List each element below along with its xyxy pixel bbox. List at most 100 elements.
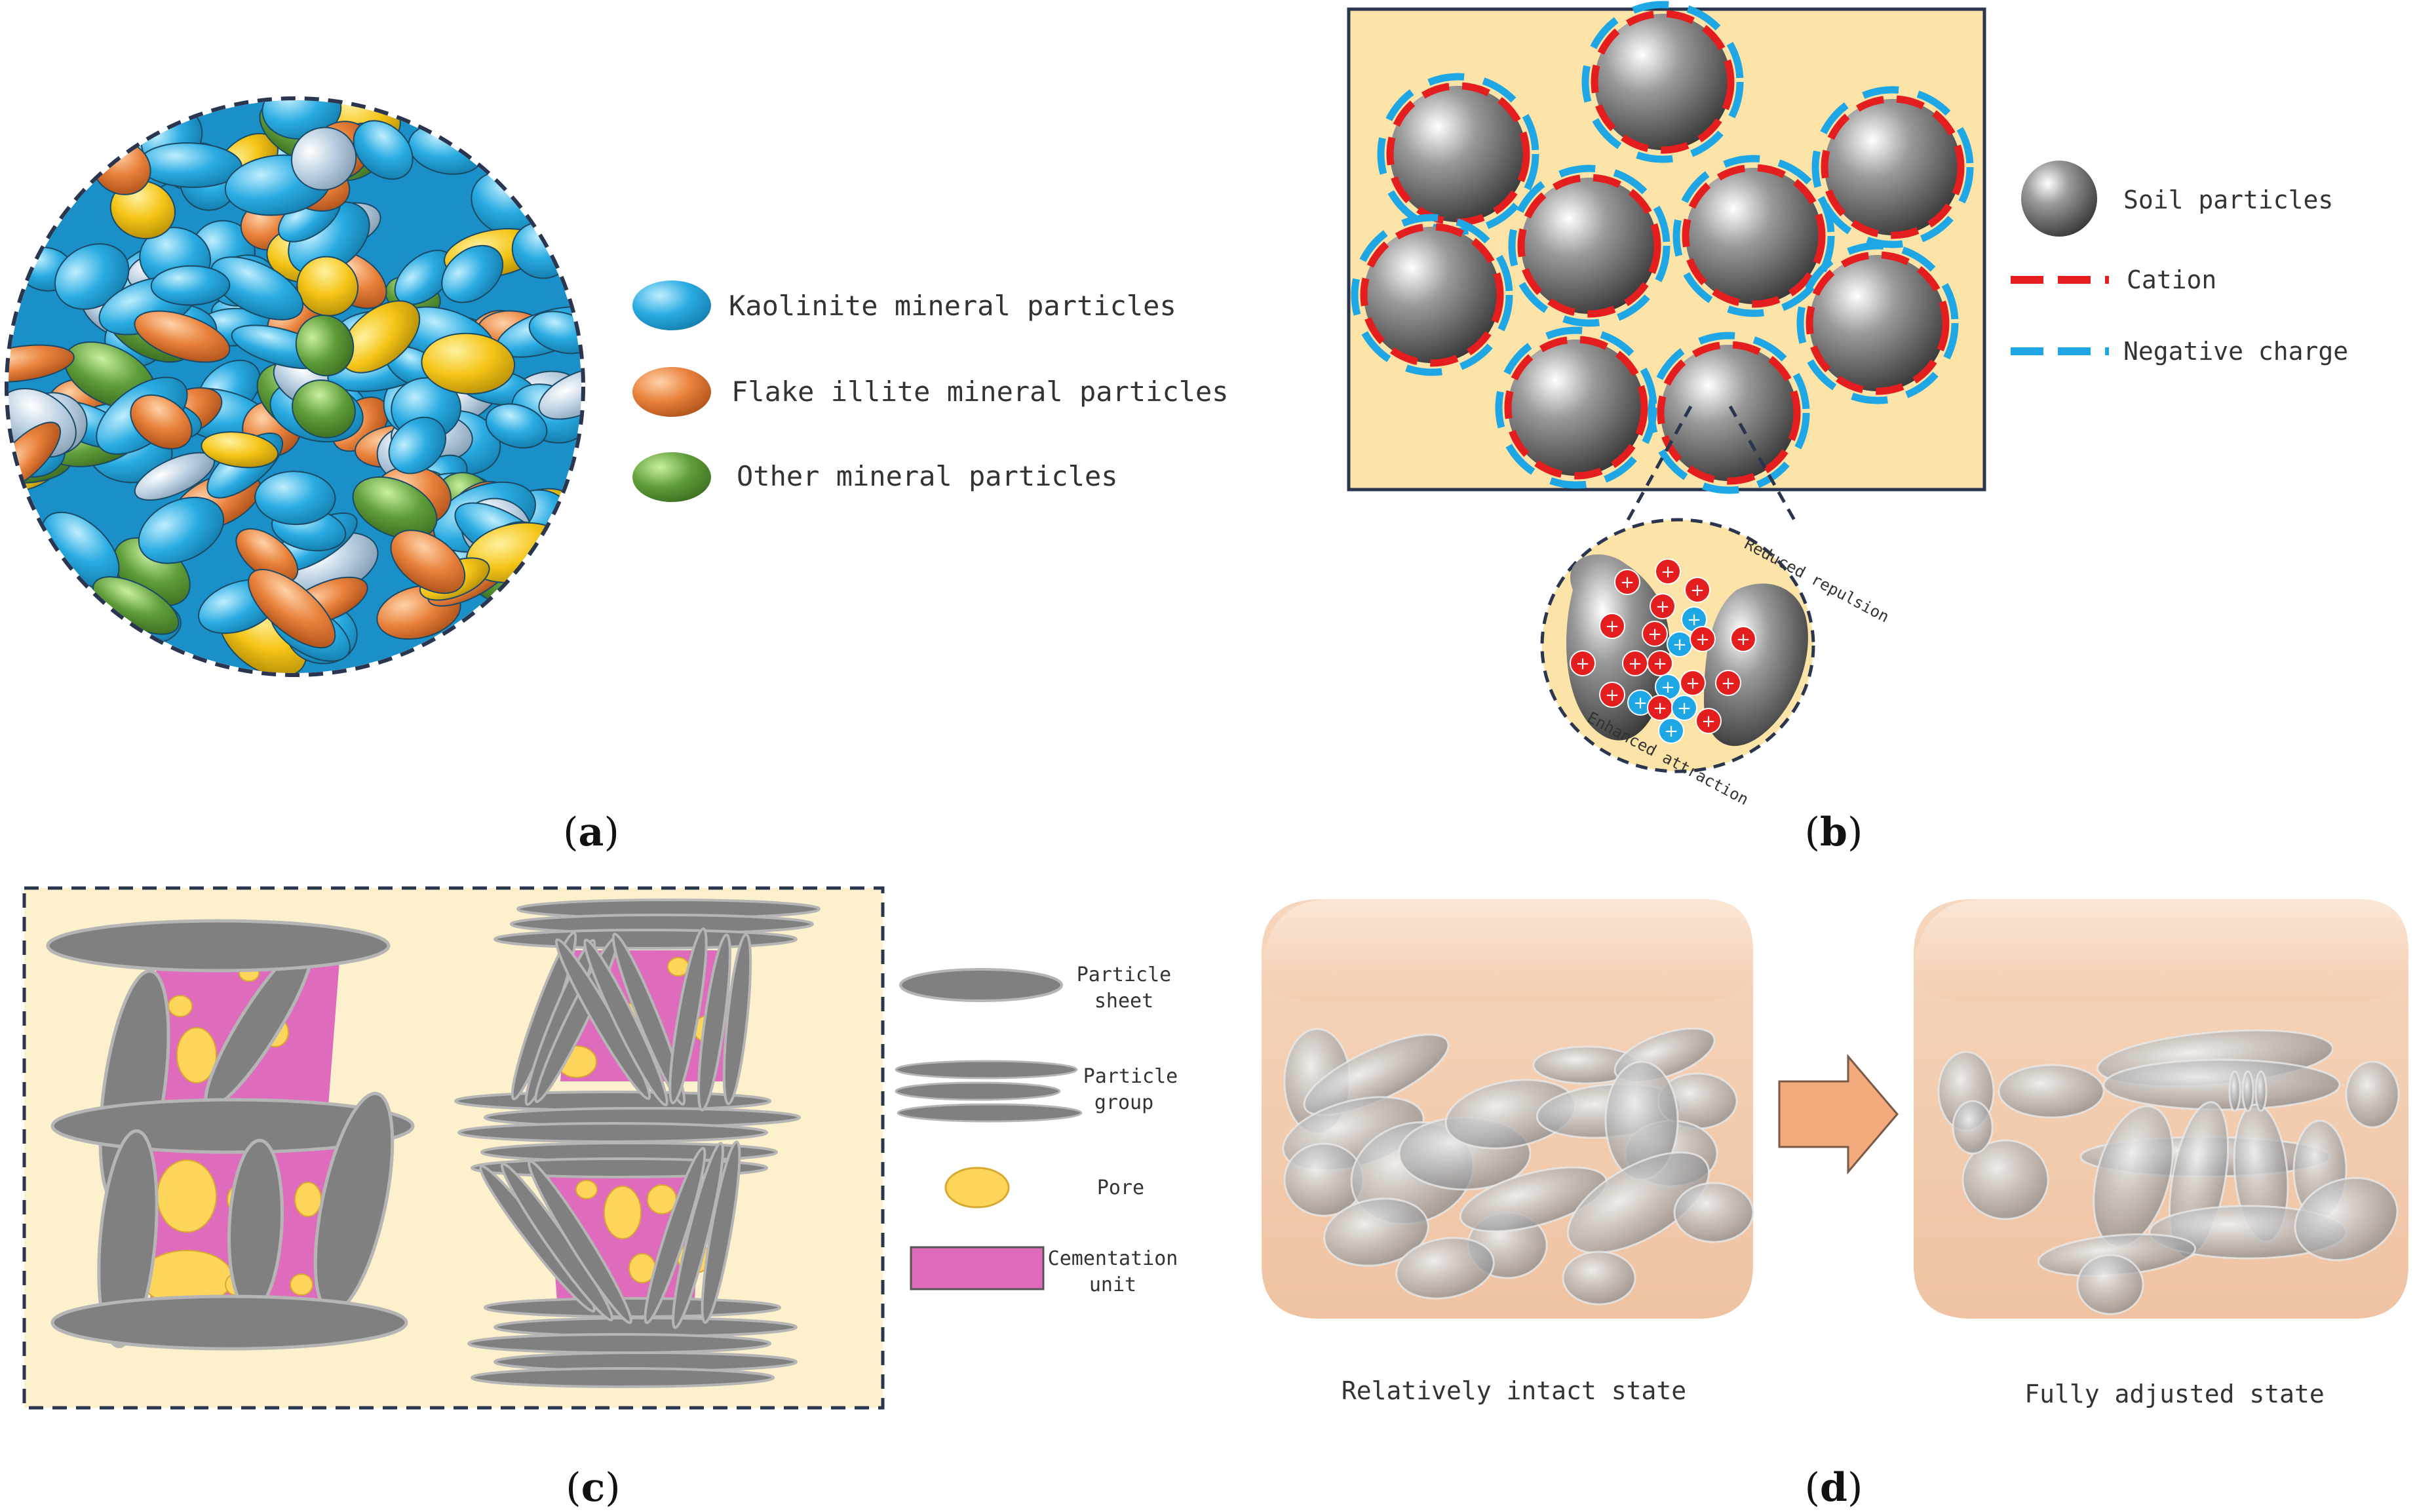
sheets-left: [46, 919, 415, 1351]
soil-aggregate: [1952, 1100, 1994, 1155]
mineral-particle: [353, 120, 414, 180]
mineral-particle: [441, 244, 504, 303]
cube-intact-top: [1262, 899, 1753, 1001]
soil-aggregate: [2228, 1070, 2241, 1112]
legend-illite: Flake illite mineral particles: [731, 376, 1229, 408]
mineral-particle: [295, 314, 355, 377]
legend-group-line1: Particle: [1083, 1065, 1178, 1088]
svg-text:+: +: [1575, 654, 1590, 674]
svg-text:+: +: [1721, 674, 1735, 693]
soil-aggregate: [2102, 1058, 2341, 1111]
mineral-particle: [138, 496, 225, 564]
cation-ion: +: [1690, 626, 1716, 652]
soil-aggregate: [2345, 1060, 2400, 1129]
cation-ion: +: [1622, 650, 1648, 676]
zoom-line-right: [1728, 405, 1798, 524]
svg-text:+: +: [1690, 581, 1705, 600]
mineral-particle: [421, 332, 516, 395]
svg-text:+: +: [1701, 712, 1716, 731]
panel-d: Relatively intact state Fully adjusted s…: [1262, 899, 2408, 1511]
legend-cement-line1: Cementation: [1048, 1247, 1178, 1270]
legend-c: Particle sheet Particle group Pore Cemen…: [895, 963, 1178, 1296]
cation-ion: +: [1599, 613, 1625, 639]
cation-ion: +: [1647, 695, 1673, 721]
mineral-particle: [296, 256, 359, 317]
other-swatch: [632, 452, 711, 502]
soil-aggregate: [1323, 1197, 1429, 1267]
soil-aggregate: [1961, 1139, 2049, 1220]
svg-text:+: +: [1686, 674, 1700, 693]
soil-aggregate: [2241, 1070, 2254, 1112]
soil-aggregate: [1562, 1250, 1636, 1306]
negative-ion: +: [1667, 631, 1693, 657]
mineral-particle: [9, 344, 75, 383]
soil-swatch: [2021, 161, 2097, 237]
caption-a: (a): [563, 809, 619, 855]
mineral-sphere: [9, 100, 581, 673]
svg-text:+: +: [1620, 573, 1634, 592]
legend-sheet-line1: Particle: [1077, 963, 1172, 986]
cation-ion: +: [1655, 558, 1681, 585]
soil-particles: [1351, 1, 1974, 494]
sphere-outline: [5, 96, 585, 677]
soil-aggregate: [2294, 1176, 2399, 1262]
pore-swatch: [944, 1167, 1010, 1209]
legend-other: Other mineral particles: [737, 460, 1118, 492]
soil-particle: [1796, 242, 1959, 404]
cement-swatch: [910, 1246, 1045, 1290]
svg-text:+: +: [1661, 562, 1675, 582]
legend-soil: Soil particles: [2123, 185, 2333, 214]
mineral-particle: [388, 416, 446, 475]
soil-particle: [1495, 326, 1657, 489]
legend-kaolinite: Kaolinite mineral particles: [729, 290, 1176, 322]
cube-adjusted-top: [1914, 899, 2408, 1001]
svg-text:+: +: [1677, 699, 1691, 718]
zoom-line-left: [1625, 405, 1693, 524]
legend-negative: Negative charge: [2123, 337, 2348, 366]
cation-ion: +: [1642, 621, 1668, 647]
transition-arrow: [1778, 1053, 1899, 1175]
svg-text:+: +: [1605, 617, 1619, 636]
soil-aggregate: [2076, 1254, 2144, 1315]
cube-intact-particles: [1282, 1027, 1754, 1306]
label-adjusted-state: Fully adjusted state: [2024, 1380, 2325, 1408]
cation-ion: +: [1647, 650, 1673, 676]
label-intact-state: Relatively intact state: [1342, 1376, 1686, 1405]
legend-cement-line2: unit: [1089, 1273, 1136, 1296]
cation-ion: +: [1730, 626, 1756, 652]
group-swatch: [895, 1060, 1083, 1123]
mineral-particle: [290, 126, 357, 191]
svg-text:+: +: [1655, 597, 1670, 617]
legend-a: Kaolinite mineral particles Flake illite…: [632, 281, 1229, 502]
legend-group-line2: group: [1094, 1091, 1153, 1114]
soil-particle: [1377, 73, 1539, 235]
sheets-right-diagonal: [479, 927, 752, 1329]
soil-particle: [1508, 165, 1671, 327]
cation-ion: +: [1599, 682, 1625, 708]
svg-text:+: +: [1628, 654, 1642, 674]
cube-adjusted: [1914, 899, 2408, 1319]
inset: ++++++++++++++++++++++ Reduced repulsion…: [1540, 518, 1892, 809]
mineral-particle: [201, 431, 279, 469]
svg-text:+: +: [1653, 699, 1667, 718]
legend-b: Soil particles Cation Negative charge: [2011, 161, 2348, 366]
negative-ion: +: [1658, 718, 1684, 744]
soil-aggregate: [1998, 1064, 2105, 1119]
mineral-particle: [109, 180, 176, 240]
cation-ion: +: [1570, 650, 1596, 676]
negative-ion: +: [1627, 689, 1653, 716]
mineral-particle: [210, 256, 304, 320]
mineral-particle: [390, 530, 466, 594]
mineral-particle: [130, 394, 193, 450]
cation-ion: +: [1695, 708, 1722, 734]
svg-text:+: +: [1687, 610, 1701, 630]
mineral-particle: [485, 403, 548, 449]
svg-text:+: +: [1736, 630, 1750, 649]
panel-c: Particle sheet Particle group Pore Cemen…: [22, 886, 1178, 1511]
caption-c: (c): [566, 1465, 620, 1511]
mineral-particle: [352, 476, 438, 540]
inset-particle-right: [1704, 583, 1808, 746]
soil-particle: [1811, 86, 1974, 248]
mineral-particle: [254, 471, 336, 526]
